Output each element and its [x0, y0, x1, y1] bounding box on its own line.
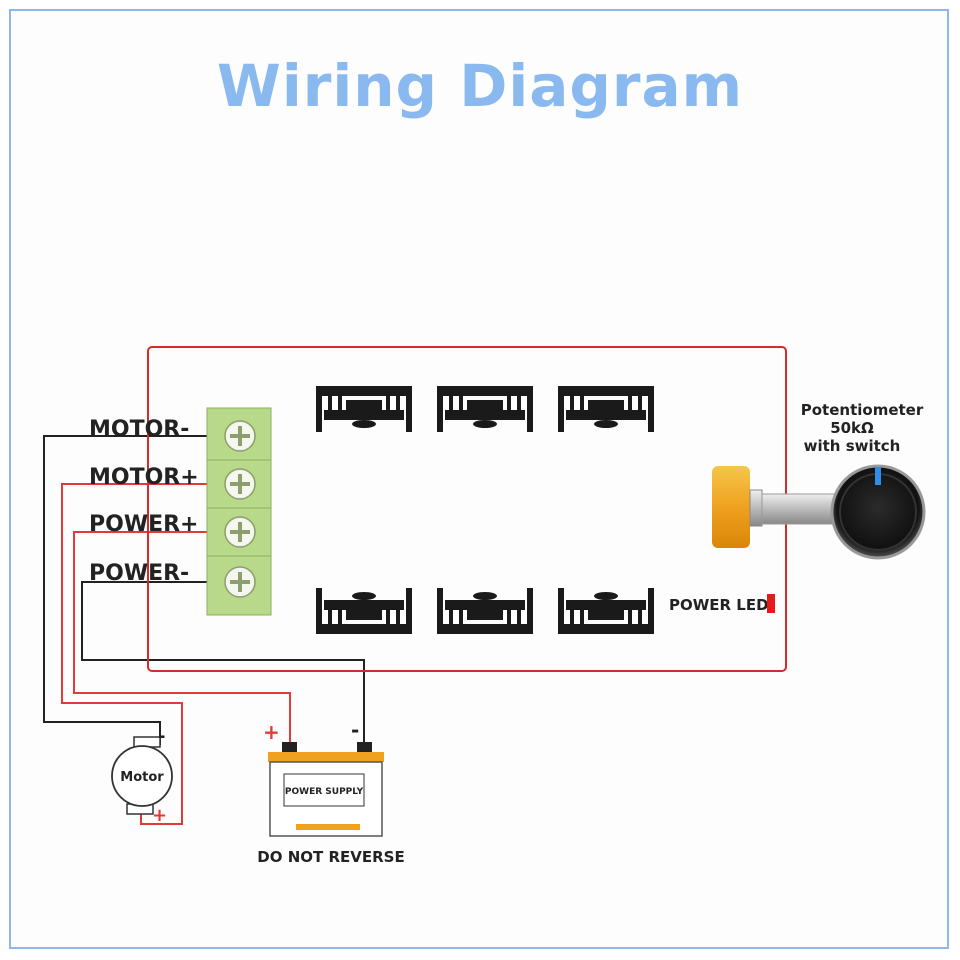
warning-text: DO NOT REVERSE: [257, 848, 404, 866]
label-motor-plus: MOTOR+: [89, 465, 199, 490]
screw-motor-minus: [224, 420, 256, 452]
power-led-label: POWER LED: [669, 596, 769, 614]
label-power-minus: POWER-: [89, 561, 189, 586]
potentiometer-label-1: Potentiometer: [801, 401, 924, 419]
label-motor-minus: MOTOR-: [89, 417, 189, 442]
wire-motor-plus: [61, 483, 207, 825]
label-power-plus: POWER+: [89, 512, 199, 537]
wire-power-plus: [73, 531, 291, 742]
power-supply-plus-sign: +: [263, 720, 280, 744]
motor-minus-sign: -: [158, 726, 165, 747]
motor-plus-sign: +: [152, 805, 167, 826]
potentiometer: [712, 464, 926, 560]
heatsink-bottom-2: [437, 588, 533, 634]
heatsinks-bottom: [316, 588, 654, 634]
heatsinks-top: [316, 386, 654, 432]
motor: [111, 736, 173, 815]
potentiometer-knob[interactable]: [830, 464, 926, 560]
power-supply-label: POWER SUPPLY: [285, 787, 364, 797]
heatsink-top-2: [437, 386, 533, 432]
screw-motor-plus: [224, 468, 256, 500]
heatsink-top-3: [558, 386, 654, 432]
potentiometer-shaft: [712, 466, 750, 548]
power-supply-minus-sign: -: [351, 718, 359, 742]
heatsink-bottom-3: [558, 588, 654, 634]
heatsink-top-1: [316, 386, 412, 432]
power-supply: [268, 742, 384, 837]
power-led: [767, 594, 775, 613]
terminal-block: [206, 407, 272, 616]
wire-power-minus: [81, 581, 365, 742]
screw-power-plus: [224, 516, 256, 548]
screw-power-minus: [224, 566, 256, 598]
potentiometer-label-3: with switch: [804, 437, 901, 455]
knob-indicator: [875, 467, 881, 485]
potentiometer-label-2: 50kΩ: [830, 419, 874, 437]
wire-motor-minus: [43, 435, 207, 745]
diagram-title: Wiring Diagram: [216, 52, 744, 120]
heatsink-bottom-1: [316, 588, 412, 634]
motor-label: Motor: [120, 770, 164, 785]
wires: [43, 435, 365, 825]
